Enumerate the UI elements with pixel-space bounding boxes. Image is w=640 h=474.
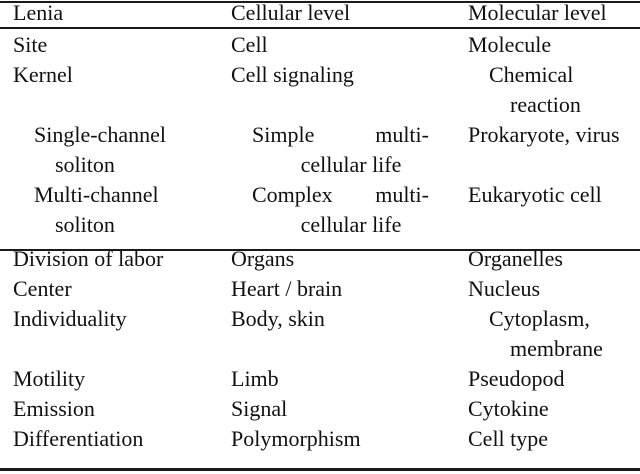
cell-text: Cytoplasm, membrane — [468, 304, 636, 364]
cell-text: Chemical reaction — [468, 60, 636, 120]
table-row: Single-channel soliton Simple multi-cellul… — [0, 120, 640, 180]
cell-text: Differentiation — [13, 426, 144, 451]
table-cell-cellular-level: Cell signaling — [222, 60, 455, 120]
cell-text: Complex multi-cellular life — [231, 180, 429, 240]
cell-text: Division of labor — [13, 246, 164, 271]
cell-line: soliton — [55, 152, 115, 177]
cell-line: Single-channel — [34, 122, 166, 147]
table-cell-cellular-level: Complex multi-cellular life — [222, 180, 455, 240]
cell-text: Signal — [231, 396, 288, 421]
cell-line: Complex multi- — [252, 182, 429, 207]
table-row: Emission Signal Cytokine — [0, 394, 640, 424]
table-cell-lenia: Kernel — [0, 60, 222, 120]
table-rule-bottom — [0, 468, 640, 471]
table-cell-molecular-level: Eukaryotic cell — [455, 180, 640, 240]
table-cell-cellular-level: Heart / brain — [222, 274, 455, 304]
cell-line: reaction — [510, 92, 581, 117]
table-cell-cellular-level: Organs — [222, 240, 455, 274]
cell-text: Organelles — [468, 246, 563, 271]
cell-text: Nucleus — [468, 276, 541, 301]
cell-text: Motility — [13, 366, 86, 391]
cell-line: cellular life — [300, 152, 402, 177]
cell-line: Simple multi- — [252, 122, 429, 147]
cell-line: cellular life — [300, 212, 402, 237]
cell-text: Cell type — [468, 426, 549, 451]
cell-line: Multi-channel — [34, 182, 159, 207]
cell-text: Organs — [231, 246, 295, 271]
column-header-cellular-level: Cellular level — [222, 0, 455, 27]
cell-text: Cell signaling — [231, 62, 354, 87]
cell-text: Eukaryotic cell — [468, 182, 602, 207]
cell-text: Multi-channel soliton — [13, 180, 216, 240]
table-cell-molecular-level: Prokaryote, virus — [455, 120, 640, 180]
table-row: Motility Limb Pseudopod — [0, 364, 640, 394]
cell-text: Pseudopod — [468, 366, 565, 391]
table-cell-molecular-level: Cytokine — [455, 394, 640, 424]
column-header-lenia-label: Lenia — [13, 0, 64, 25]
cell-text: Prokaryote, virus — [468, 122, 620, 147]
cell-text: Cell — [231, 32, 268, 57]
lenia-analogy-table: Lenia Cellular level Molecular level Sit… — [0, 0, 640, 454]
table-header-row: Lenia Cellular level Molecular level — [0, 0, 640, 27]
column-header-cellular-level-label: Cellular level — [231, 0, 351, 25]
cell-text: Site — [13, 32, 48, 57]
table-row: Division of labor Organs Organelles — [0, 240, 640, 274]
table-cell-cellular-level: Cell — [222, 27, 455, 60]
cell-text: Simple multi-cellular life — [231, 120, 429, 180]
cell-line: soliton — [55, 212, 115, 237]
table-cell-cellular-level: Signal — [222, 394, 455, 424]
table-rule-header — [0, 27, 640, 29]
cell-line: Chemical — [489, 62, 574, 87]
table-cell-lenia: Individuality — [0, 304, 222, 364]
column-header-molecular-level: Molecular level — [455, 0, 640, 27]
table-cell-lenia: Motility — [0, 364, 222, 394]
table-cell-lenia: Division of labor — [0, 240, 222, 274]
cell-text: Center — [13, 276, 72, 301]
table-cell-lenia: Single-channel soliton — [0, 120, 222, 180]
cell-text: Single-channel soliton — [13, 120, 216, 180]
cell-text: Molecule — [468, 32, 552, 57]
table-cell-lenia: Emission — [0, 394, 222, 424]
table-row: Individuality Body, skin Cytoplasm, membran… — [0, 304, 640, 364]
table-cell-molecular-level: Nucleus — [455, 274, 640, 304]
table-rule-top — [0, 1, 640, 3]
table-cell-lenia: Multi-channel soliton — [0, 180, 222, 240]
cell-text: Cytokine — [468, 396, 549, 421]
table-row: Center Heart / brain Nucleus — [0, 274, 640, 304]
cell-line: membrane — [510, 336, 603, 361]
table-row: Site Cell Molecule — [0, 27, 640, 60]
table-cell-lenia: Site — [0, 27, 222, 60]
table-cell-molecular-level: Cell type — [455, 424, 640, 454]
cell-text: Emission — [13, 396, 95, 421]
table-row: Differentiation Polymorphism Cell type — [0, 424, 640, 454]
cell-text: Polymorphism — [231, 426, 361, 451]
table-row: Kernel Cell signaling Chemical reaction — [0, 60, 640, 120]
table-cell-molecular-level: Cytoplasm, membrane — [455, 304, 640, 364]
table-row: Multi-channel soliton Complex multi-cellul… — [0, 180, 640, 240]
cell-text: Individuality — [13, 306, 127, 331]
column-header-lenia: Lenia — [0, 0, 222, 27]
table-cell-cellular-level: Polymorphism — [222, 424, 455, 454]
table-cell-molecular-level: Molecule — [455, 27, 640, 60]
cell-line: Cytoplasm, — [489, 306, 590, 331]
table-cell-molecular-level: Chemical reaction — [455, 60, 640, 120]
table-cell-cellular-level: Body, skin — [222, 304, 455, 364]
table-cell-molecular-level: Pseudopod — [455, 364, 640, 394]
table-cell-lenia: Differentiation — [0, 424, 222, 454]
table-cell-cellular-level: Simple multi-cellular life — [222, 120, 455, 180]
table-cell-molecular-level: Organelles — [455, 240, 640, 274]
table-cell-lenia: Center — [0, 274, 222, 304]
table-cell-cellular-level: Limb — [222, 364, 455, 394]
table-rule-middle — [0, 249, 640, 251]
column-header-molecular-level-label: Molecular level — [468, 0, 607, 25]
cell-text: Heart / brain — [231, 276, 343, 301]
cell-text: Kernel — [13, 62, 73, 87]
cell-text: Body, skin — [231, 306, 325, 331]
table-header: Lenia Cellular level Molecular level — [0, 0, 640, 27]
cell-text: Limb — [231, 366, 279, 391]
